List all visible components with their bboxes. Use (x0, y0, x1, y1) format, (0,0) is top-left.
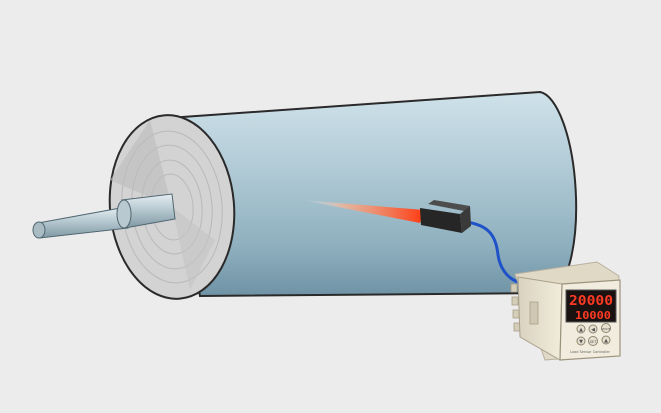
set-button[interactable] (588, 336, 598, 346)
controller-slot (529, 301, 539, 325)
shaft-icon (32, 193, 176, 239)
mode-button[interactable] (601, 323, 611, 333)
shaft-tip (32, 221, 46, 239)
controller-icon: 20000 10000 ▲ ◀ MODE ▼ SET ▲ Load Sensor… (510, 261, 621, 361)
down-button[interactable] (576, 336, 586, 346)
controller-panel-label: Load Sensor Controller (570, 350, 610, 354)
end-face-shading-2 (172, 207, 215, 290)
left-button-label: ◀ (591, 327, 595, 333)
sensor-top (428, 200, 470, 211)
set-button-label: SET (590, 340, 597, 344)
up-button[interactable] (576, 324, 586, 334)
roll-icon (108, 90, 578, 300)
down-button-label: ▼ (579, 339, 583, 345)
sensor-icon (420, 200, 471, 233)
sensor-front (420, 208, 462, 233)
display-top-value: 20000 (569, 294, 613, 309)
left-button[interactable] (588, 324, 598, 334)
sensor-side (460, 206, 471, 233)
display-bottom-value: 10000 (575, 309, 611, 322)
sensor-cable (465, 220, 519, 284)
up-button-label: ▲ (579, 327, 583, 333)
laser-beam (302, 200, 424, 223)
mode-button-label: MODE (601, 327, 610, 331)
controller-display (565, 289, 617, 323)
end-face-shading (110, 120, 172, 207)
shaft-collar-face (116, 199, 132, 229)
up-button-2[interactable] (601, 335, 611, 345)
controller-terminals (510, 283, 521, 332)
controller-side (517, 276, 563, 361)
up-button-2-label: ▲ (604, 338, 608, 344)
